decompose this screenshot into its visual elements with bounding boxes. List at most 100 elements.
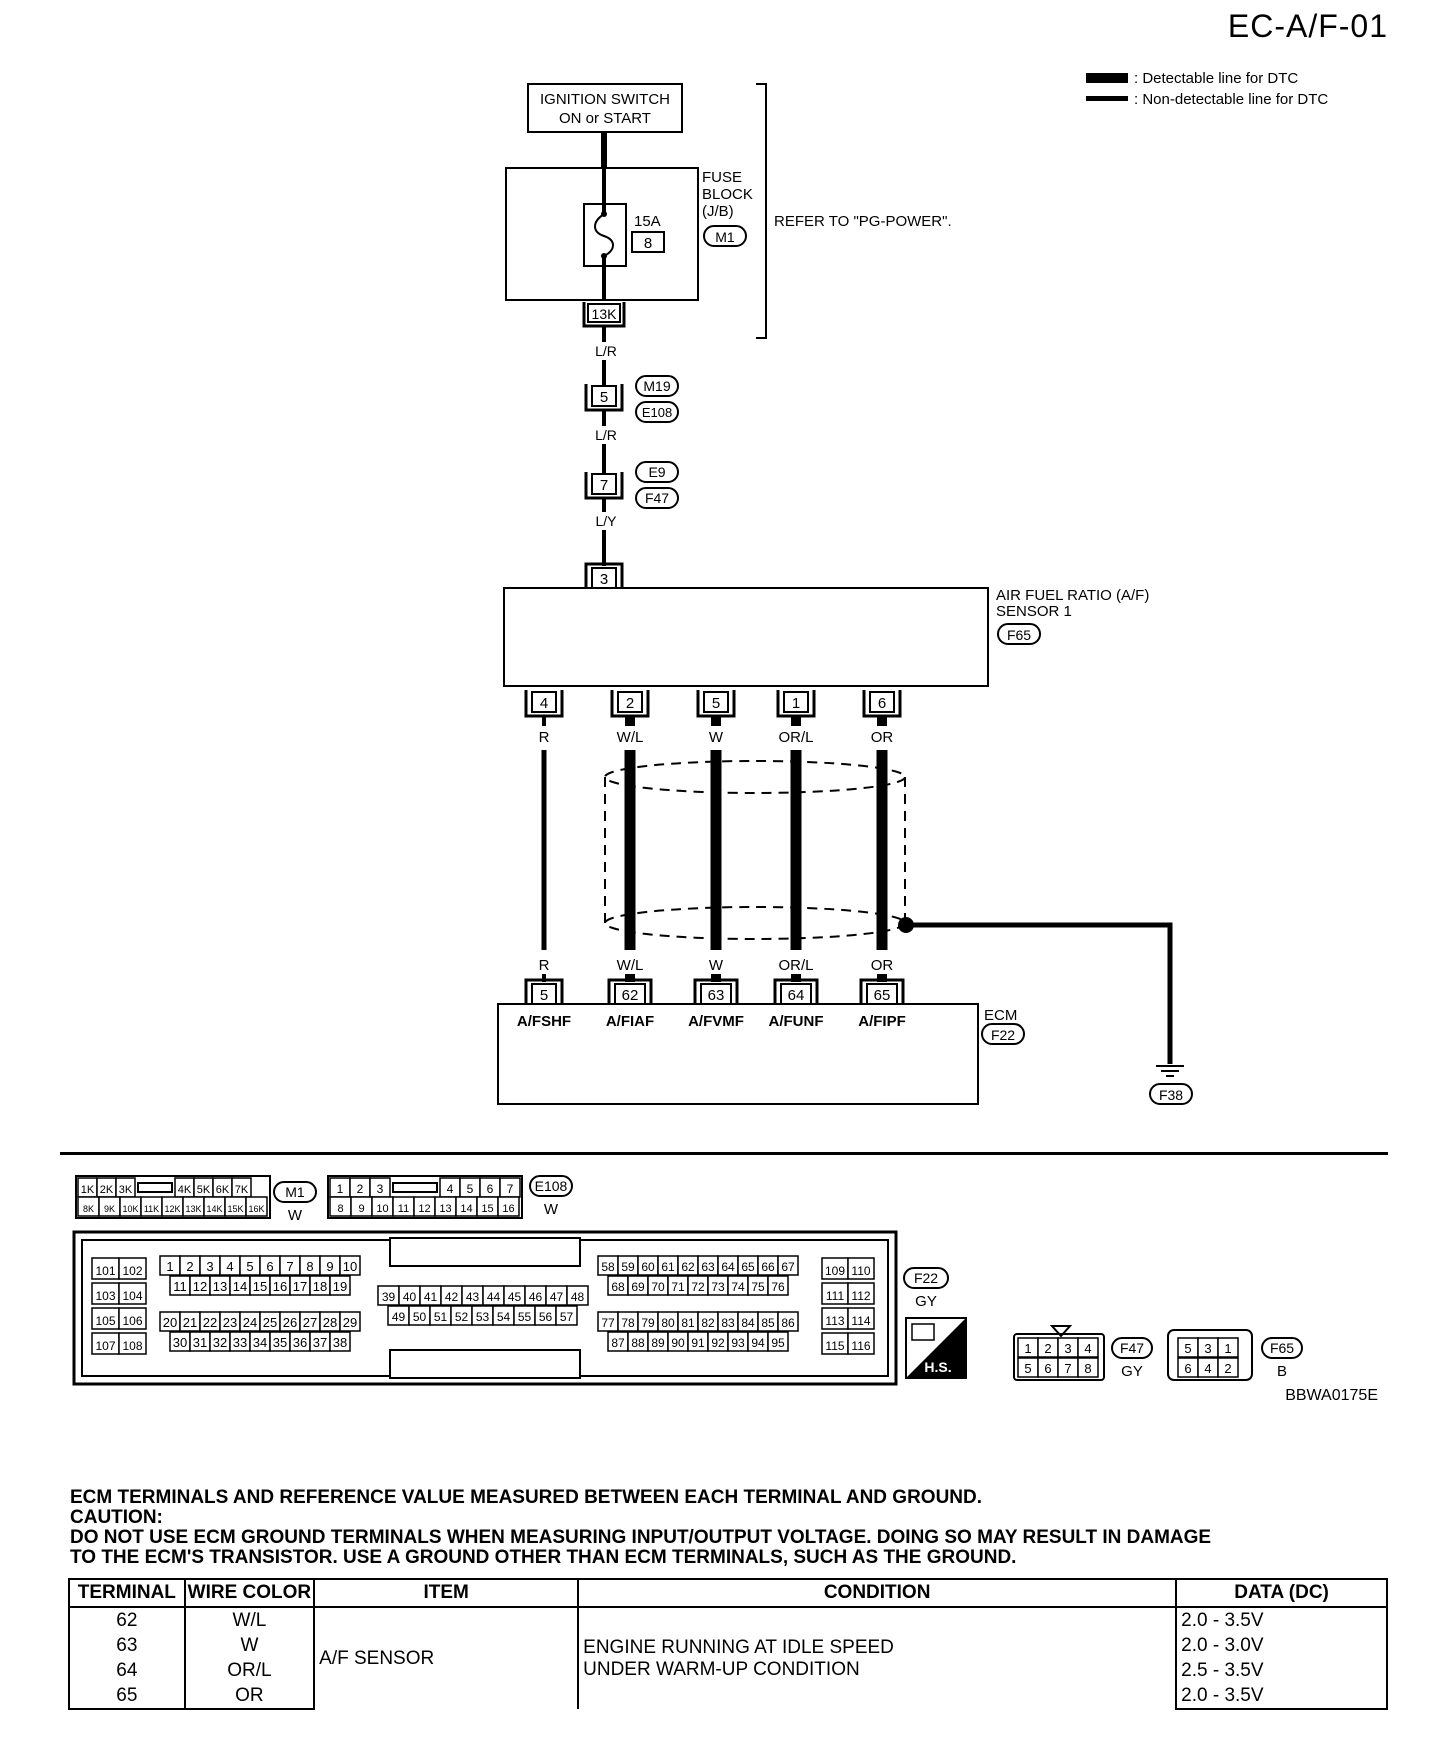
ecm-pin-housing xyxy=(693,978,739,1004)
connector-cell-label: 2 xyxy=(1044,1341,1051,1356)
connector-cell-label: 94 xyxy=(751,1336,765,1350)
m1-face-outline xyxy=(75,1175,271,1219)
connector-color: B xyxy=(1277,1363,1287,1380)
connector-cell-label: 113 xyxy=(825,1314,844,1328)
reference-notes: ECM TERMINALS AND REFERENCE VALUE MEASUR… xyxy=(70,1488,1390,1568)
connector-cell-label: 114 xyxy=(851,1314,870,1328)
ignition-label-1: IGNITION SWITCH xyxy=(540,91,670,108)
connector-cell-label: 53 xyxy=(476,1310,490,1324)
connector-cell-label: 13 xyxy=(439,1203,451,1215)
connector-id: E108 xyxy=(535,1178,568,1194)
connector-cell-label: 91 xyxy=(691,1336,705,1350)
table-row: 65 OR 2.0 - 3.5V xyxy=(68,1683,1388,1710)
connector-cell xyxy=(118,1282,147,1305)
connector-cell-label: 37 xyxy=(313,1335,327,1350)
condition-line-1: ENGINE RUNNING AT IDLE SPEED xyxy=(583,1636,894,1658)
connector-cell-label: 85 xyxy=(761,1316,775,1330)
wire-cell: OR xyxy=(183,1683,316,1710)
wire-color-top: W xyxy=(709,729,724,746)
connector-cell-label: 22 xyxy=(203,1315,217,1330)
sensor-pin-6 xyxy=(869,691,895,713)
svg-text:E9: E9 xyxy=(648,464,665,480)
connector-cell-label: 95 xyxy=(771,1336,785,1350)
data-cell: 2.5 - 3.5V xyxy=(1175,1658,1388,1683)
connector-cell-label: 56 xyxy=(539,1310,553,1324)
connector-cell-label: 93 xyxy=(731,1336,745,1350)
connector-cell xyxy=(1077,1357,1099,1378)
ecm-pin-housing xyxy=(773,978,819,1004)
connector-cell xyxy=(847,1257,875,1280)
connector-cell-label: 21 xyxy=(183,1315,197,1330)
connector-cell-label: 87 xyxy=(611,1336,625,1350)
ecm-signal-name: A/FSHF xyxy=(517,1013,571,1030)
terminal-cell: 65 xyxy=(68,1683,186,1710)
connector-cell-label: 107 xyxy=(95,1339,115,1353)
connector-cell-label: 76 xyxy=(771,1280,785,1294)
connector-cell-label: 6 xyxy=(266,1259,273,1274)
ground-symbol xyxy=(1156,1065,1184,1077)
legend: : Detectable line for DTC : Non-detectab… xyxy=(1086,70,1328,108)
connector-cell xyxy=(767,1331,789,1352)
hs-label: H.S. xyxy=(924,1359,951,1375)
connector-id-badge xyxy=(273,1181,317,1203)
connector-cell xyxy=(767,1275,789,1296)
ecm-signal-name: A/FIAF xyxy=(606,1013,654,1030)
connector-cell-label: 49 xyxy=(392,1310,406,1324)
connector-cell-label: 12 xyxy=(418,1203,430,1215)
svg-text:13K: 13K xyxy=(592,306,618,322)
connector-cell xyxy=(555,1305,578,1326)
sensor-pin-number: 2 xyxy=(626,695,634,712)
connector-cell-label: 5 xyxy=(246,1259,253,1274)
connector-cell xyxy=(339,1255,361,1276)
connector-color: GY xyxy=(1121,1363,1143,1380)
wire-cell: W xyxy=(183,1633,316,1658)
connector-cell xyxy=(497,1196,520,1217)
connector-cell-label: 14 xyxy=(460,1203,472,1215)
connector-cell-label: 4 xyxy=(1084,1341,1091,1356)
wire-color-bottom: OR xyxy=(871,957,894,974)
sensor-pin-number: 4 xyxy=(540,695,548,712)
connector-cell-label: 65 xyxy=(741,1260,755,1274)
connector-cell xyxy=(1077,1337,1099,1358)
terminal-cell: 64 xyxy=(68,1658,186,1683)
ecm-pin-housing xyxy=(607,978,653,1004)
refer-note: REFER TO "PG-POWER". xyxy=(774,213,952,230)
connector-cell-label: 11 xyxy=(398,1203,409,1215)
af-sensor: AIR FUEL RATIO (A/F) SENSOR 1 F65 xyxy=(503,587,1149,687)
sensor-connector: F65 xyxy=(1007,627,1031,643)
connector-cell-label: 7K xyxy=(235,1184,249,1196)
connector-cell-label: 57 xyxy=(560,1310,574,1324)
connector-cell-label: 5K xyxy=(197,1184,211,1196)
connector-cell-label: 80 xyxy=(661,1316,675,1330)
connector-cell-label: 8 xyxy=(337,1203,343,1215)
connector-cell xyxy=(847,1307,875,1330)
terminal-cell: 62 xyxy=(68,1607,186,1633)
fuse-block-connector: M1 xyxy=(715,229,735,245)
signal-wires: 4RR5A/FSHF2W/LW/L62A/FIAF5WW63A/FVMF1OR/… xyxy=(517,690,906,1030)
hs-icon-fill xyxy=(906,1318,966,1378)
connector-cell-label: 89 xyxy=(651,1336,665,1350)
connector-cell xyxy=(777,1255,799,1276)
caution-text-1: DO NOT USE ECM GROUND TERMINALS WHEN MEA… xyxy=(70,1527,1212,1548)
terminal-13k: 13K xyxy=(582,302,626,328)
connector-cell-label: 26 xyxy=(283,1315,297,1330)
fuse-block-label-3: (J/B) xyxy=(702,203,734,220)
connector-cell-label: 9K xyxy=(104,1204,115,1214)
wire-cell: OR/L xyxy=(183,1658,316,1683)
connector-cell-label: 44 xyxy=(487,1290,501,1304)
wiring-diagram: : Detectable line for DTC : Non-detectab… xyxy=(72,70,1378,1400)
fuse-amperage: 15A xyxy=(634,213,661,230)
ecm-pin-number: 63 xyxy=(708,987,725,1004)
svg-text:E108: E108 xyxy=(642,405,672,420)
wire-cell: W/L xyxy=(183,1607,316,1633)
connector-cell-label: 58 xyxy=(601,1260,615,1274)
connector-cell-label: 3 xyxy=(377,1182,384,1196)
connector-color: W xyxy=(288,1207,303,1224)
connector-cell xyxy=(329,1331,351,1352)
connector-cell-label: 8 xyxy=(306,1259,313,1274)
ecm-pin-number: 5 xyxy=(540,987,548,1004)
connector-cell-label: 33 xyxy=(233,1335,247,1350)
connector-cell-label: 12K xyxy=(164,1204,180,1214)
legend-detectable-label: : Detectable line for DTC xyxy=(1134,70,1298,87)
